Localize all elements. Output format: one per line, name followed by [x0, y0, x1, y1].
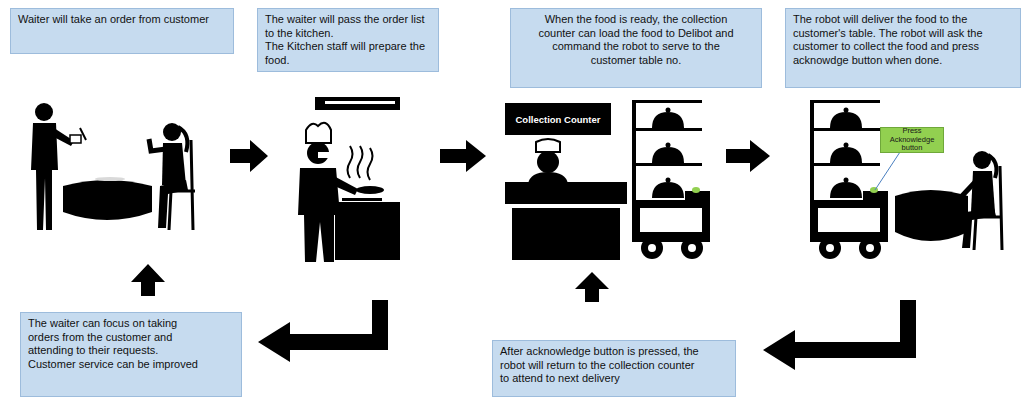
plate [95, 177, 125, 181]
kitchen-hood [315, 97, 400, 110]
notepad [70, 135, 81, 143]
staff-head [537, 151, 559, 173]
chef-head [307, 142, 329, 164]
chair [968, 166, 1002, 250]
waiter-body [31, 123, 58, 230]
step-note: Waiter will take an order from customer [10, 8, 234, 54]
node-text: The Kitchen staff will prepare the food. [265, 40, 432, 67]
stove [335, 202, 400, 260]
step-note: After acknowledge button is pressed, the… [492, 340, 736, 397]
return-arrow [763, 300, 916, 370]
up-arrow [575, 272, 609, 302]
counter-base [512, 208, 620, 260]
customer-arm [962, 181, 976, 196]
customer-head [163, 123, 181, 141]
waiter-head [35, 103, 53, 121]
benefit-note: The waiter can focus on taking orders fr… [20, 312, 242, 397]
frying-pan [356, 186, 384, 194]
steam [348, 146, 373, 180]
step-note: The waiter will pass the order list to t… [257, 8, 439, 72]
customer-arm [149, 139, 166, 151]
node-text: After acknowledge button is pressed, the… [500, 345, 705, 386]
node-text: Press Acknowledge button [882, 127, 942, 153]
customer-legs [962, 208, 996, 248]
return-arrow [258, 300, 388, 362]
pen [80, 128, 86, 140]
counter-sign: Collection Counter [505, 103, 611, 135]
node-text: The waiter can focus on taking orders fr… [28, 317, 201, 371]
burner [342, 198, 382, 201]
step-note: The robot will deliver the food to the c… [785, 8, 1021, 88]
table [895, 190, 968, 241]
node-text: Collection Counter [516, 114, 601, 125]
button-callout: Press Acknowledge button [880, 127, 944, 153]
chef-arm [330, 175, 358, 195]
chair [165, 140, 195, 230]
flow-arrow [230, 140, 268, 172]
node-text: The robot will deliver the food to the c… [793, 13, 1015, 67]
flow-arrow [726, 140, 770, 172]
up-arrow [131, 264, 165, 296]
step-note: When the food is ready, the collection c… [510, 8, 762, 88]
delivery-robot [632, 100, 710, 259]
node-text: Waiter will take an order from customer [18, 13, 227, 27]
node-text: The waiter will pass the order list to t… [265, 13, 432, 40]
chef-hat [306, 123, 331, 143]
leader-line [875, 152, 900, 190]
hood-stripe [325, 101, 395, 104]
flow-arrow [440, 140, 486, 172]
staff-hat [536, 139, 560, 152]
customer-legs [158, 180, 188, 228]
chef-mask [318, 152, 330, 158]
counter-top [505, 182, 627, 204]
delivery-robot [810, 100, 888, 259]
customer-body [971, 171, 995, 212]
node-text: When the food is ready, the collection c… [533, 13, 739, 67]
table [63, 180, 152, 220]
customer-head [973, 151, 991, 169]
